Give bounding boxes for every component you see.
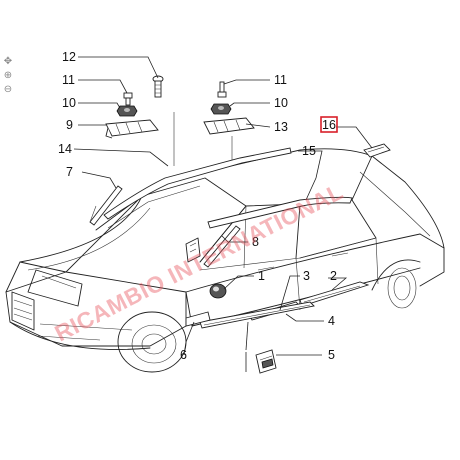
callout-7: 7	[66, 165, 73, 179]
callout-11b: 11	[274, 73, 287, 87]
clip-16	[363, 143, 391, 158]
wing-molding-6	[185, 311, 211, 327]
grommet-1	[209, 283, 227, 299]
callout-1: 1	[258, 269, 265, 283]
viewer-toolbar: ✥ ⊕ ⊖	[2, 56, 16, 98]
callout-15: 15	[302, 144, 316, 158]
callout-6: 6	[180, 348, 187, 362]
pillar-molding-7	[89, 185, 123, 226]
callouts: 12 11 10 9 14 7 11 10 13 16 15 8 1 3 2 4…	[58, 50, 338, 362]
zoom-out-icon[interactable]: ⊖	[3, 84, 13, 95]
callout-8: 8	[252, 235, 259, 249]
callout-13: 13	[274, 120, 288, 134]
nut-10-right	[210, 103, 232, 115]
bracket-9	[105, 119, 159, 139]
callout-10a: 10	[62, 96, 76, 110]
callout-5: 5	[328, 348, 335, 362]
bracket-13	[203, 117, 255, 135]
callout-4: 4	[328, 314, 335, 328]
cap-5	[255, 349, 277, 374]
screw-12	[152, 75, 164, 98]
roof-molding-strip	[207, 196, 353, 229]
zoom-in-icon[interactable]: ⊕	[3, 70, 13, 81]
callout-2: 2	[330, 269, 337, 283]
callout-9: 9	[66, 118, 73, 132]
drip-molding-14	[103, 147, 292, 220]
callout-14: 14	[58, 142, 72, 156]
pan-icon[interactable]: ✥	[3, 56, 13, 67]
screw-11-right	[217, 81, 227, 98]
pillar-molding-8	[203, 225, 241, 268]
screw-11-left	[123, 92, 133, 106]
callout-12: 12	[62, 50, 76, 64]
callout-16: 16	[322, 118, 336, 132]
callout-3: 3	[303, 269, 310, 283]
leader-lines	[73, 56, 373, 372]
parts	[89, 75, 391, 374]
callout-10b: 10	[274, 96, 288, 110]
callout-16-box	[320, 116, 338, 133]
callout-11a: 11	[62, 73, 75, 87]
nut-10-left	[116, 105, 138, 117]
